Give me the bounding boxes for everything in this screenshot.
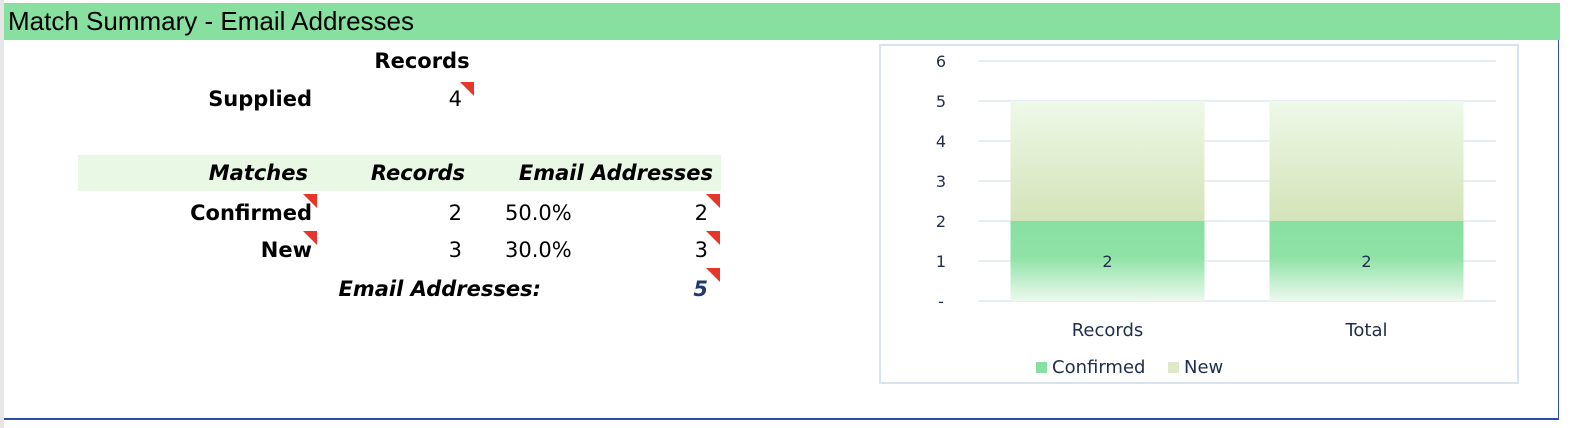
confirmed-emails[interactable]: 2 xyxy=(694,201,708,225)
data-label: 2 xyxy=(1361,252,1371,271)
stacked-bar-chart[interactable]: - 1 2 3 4 5 6 2 2 Records Total Confirmed New xyxy=(879,44,1519,384)
y-tick-label: 6 xyxy=(936,52,946,71)
bar-new-total[interactable] xyxy=(1269,101,1464,221)
supplied-records-header[interactable]: Records xyxy=(374,49,470,73)
legend-label-confirmed[interactable]: Confirmed xyxy=(1052,357,1145,378)
y-tick-label: 5 xyxy=(936,92,946,111)
data-label: 2 xyxy=(1102,252,1112,271)
bar-confirmed-records[interactable] xyxy=(1010,221,1205,301)
chart-canvas: - 1 2 3 4 5 6 2 2 Records Total Confirmed New xyxy=(936,52,1496,378)
email-addresses-header[interactable]: Email Addresses xyxy=(518,161,713,185)
total-email-addresses[interactable]: 5 xyxy=(693,277,708,301)
comment-marker[interactable] xyxy=(460,82,474,96)
row-label-new[interactable]: New xyxy=(260,238,312,262)
matches-header[interactable]: Matches xyxy=(208,161,308,185)
y-tick-label: - xyxy=(938,292,944,311)
bar-new-records[interactable] xyxy=(1010,101,1205,221)
page-title: Match Summary - Email Addresses xyxy=(4,3,1560,40)
comment-marker[interactable] xyxy=(706,194,720,208)
comment-marker[interactable] xyxy=(706,268,720,282)
new-emails[interactable]: 3 xyxy=(694,238,708,262)
bar-confirmed-total[interactable] xyxy=(1269,221,1464,301)
new-percent[interactable]: 30.0% xyxy=(505,238,572,262)
records-header[interactable]: Records xyxy=(370,161,465,185)
legend-label-new[interactable]: New xyxy=(1184,357,1223,378)
sheet-gridline xyxy=(0,0,4,428)
legend-swatch-confirmed xyxy=(1036,362,1047,373)
supplied-value[interactable]: 4 xyxy=(448,87,462,111)
sheet-border xyxy=(4,40,1559,420)
y-tick-label: 3 xyxy=(936,172,946,191)
y-tick-label: 1 xyxy=(936,252,946,271)
y-tick-label: 4 xyxy=(936,132,946,151)
legend-swatch-new xyxy=(1168,362,1179,373)
y-tick-label: 2 xyxy=(936,212,946,231)
row-label-confirmed[interactable]: Confirmed xyxy=(190,201,312,225)
comment-marker[interactable] xyxy=(706,231,720,245)
comment-marker[interactable] xyxy=(303,194,317,208)
matches-header-band xyxy=(78,155,721,191)
comment-marker[interactable] xyxy=(303,231,317,245)
new-records[interactable]: 3 xyxy=(448,238,462,262)
x-tick-label: Total xyxy=(1344,320,1387,341)
x-tick-label: Records xyxy=(1072,320,1144,341)
total-label[interactable]: Email Addresses: xyxy=(338,277,541,301)
supplied-label[interactable]: Supplied xyxy=(208,87,312,111)
confirmed-records[interactable]: 2 xyxy=(448,201,462,225)
confirmed-percent[interactable]: 50.0% xyxy=(505,201,572,225)
